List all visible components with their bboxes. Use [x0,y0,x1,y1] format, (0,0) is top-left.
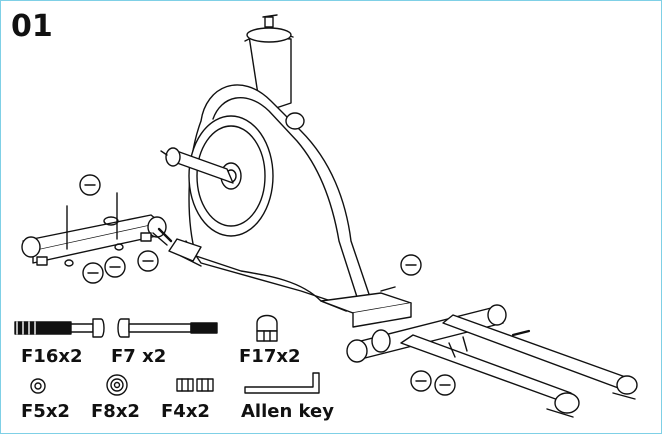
bolt-f16-icon [14,318,105,338]
part-label-f4: F4x2 [161,401,210,422]
washer-f5-icon [30,378,46,394]
cap-nut-f17-icon [256,314,278,342]
washer-f8-icon [106,374,128,396]
part-label-f8: F8x2 [91,401,140,422]
bolt-f7-icon [117,318,218,338]
part-label-f5: F5x2 [21,401,70,422]
part-label-f16: F16x2 [21,346,83,367]
part-label-allen-key: Allen key [241,401,334,422]
allen-key-icon [244,372,320,394]
step-number: 01 [11,9,53,44]
front-stabilizer [21,192,202,267]
part-label-f7: F7 x2 [111,346,167,367]
rear-stabilizer-rails [320,286,638,418]
nut-f4-icon [176,378,214,392]
main-frame-housing [160,14,374,312]
callout-circles [79,174,456,396]
part-label-f17: F17x2 [239,346,301,367]
